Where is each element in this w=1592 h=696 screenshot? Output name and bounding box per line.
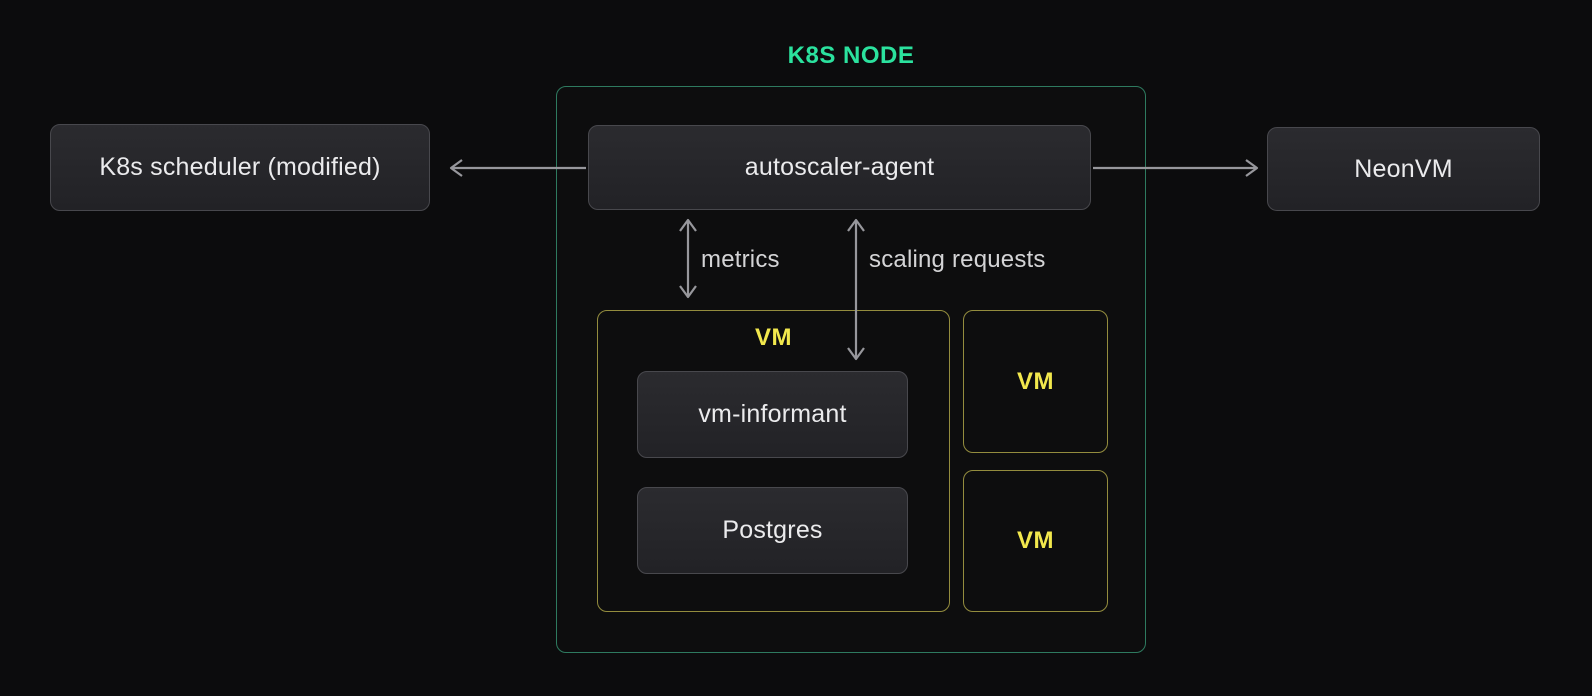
node-k8s-scheduler-label: K8s scheduler (modified) [99, 153, 381, 181]
node-neonvm: NeonVM [1267, 127, 1540, 211]
node-postgres: Postgres [637, 487, 908, 574]
edge-metrics-label: metrics [701, 246, 780, 273]
node-neonvm-label: NeonVM [1354, 154, 1453, 183]
node-autoscaler-agent-label: autoscaler-agent [744, 153, 935, 181]
vm-small-2-label: VM [1017, 527, 1054, 554]
vm-small-1-label: VM [1017, 367, 1054, 395]
node-vm-informant: vm-informant [637, 371, 908, 458]
edge-scaling-requests-label: scaling requests [869, 246, 1046, 273]
vm-small-1-container: VM [963, 310, 1108, 453]
vm-main-container: VM [597, 310, 950, 612]
vm-small-2-container: VM [963, 470, 1108, 612]
node-autoscaler-agent: autoscaler-agent [588, 125, 1091, 210]
node-k8s-scheduler: K8s scheduler (modified) [50, 124, 430, 211]
vm-main-label: VM [755, 324, 792, 351]
k8s-node-title: K8S NODE [787, 42, 915, 69]
k8s-node-container [556, 86, 1146, 653]
node-vm-informant-label: vm-informant [698, 400, 847, 428]
node-postgres-label: Postgres [722, 516, 823, 544]
